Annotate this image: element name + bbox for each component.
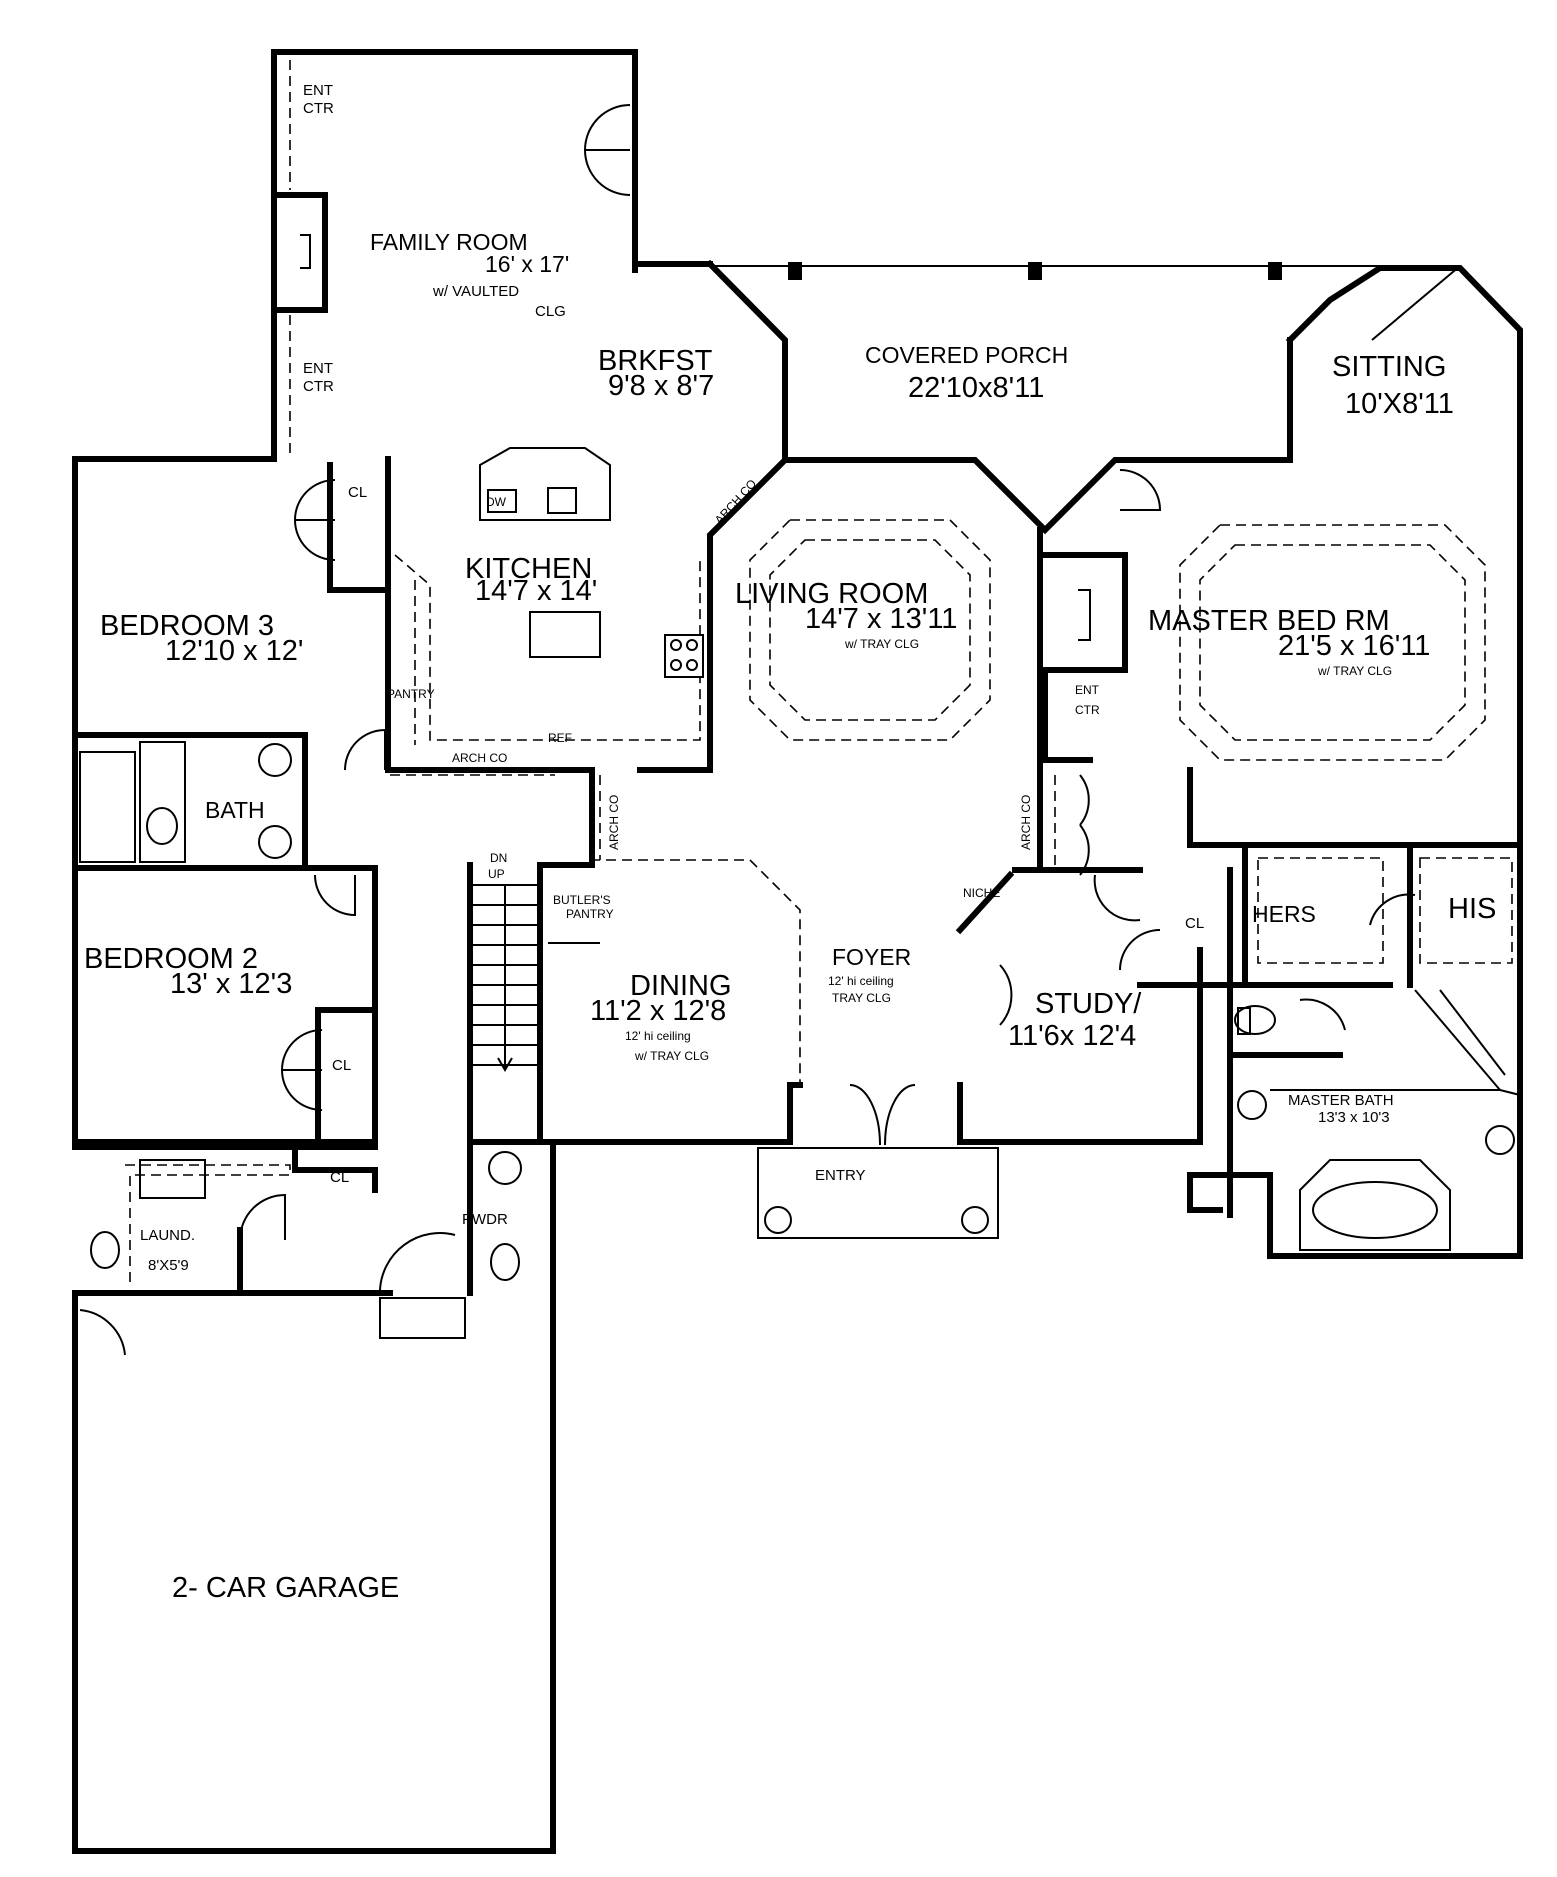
ent-label-1: ENT [303, 82, 333, 99]
garage-name: 2- CAR GARAGE [172, 1572, 399, 1604]
family-room-note1: w/ VAULTED [432, 283, 519, 300]
dining-note2: w/ TRAY CLG [634, 1049, 709, 1063]
stair-dn-label: DN [490, 851, 507, 865]
living-room-name: LIVING ROOM [735, 578, 928, 610]
brkfst-size: 9'8 x 8'7 [608, 370, 714, 402]
bath-name: BATH [205, 797, 265, 823]
laund-name: LAUND. [140, 1227, 195, 1244]
kitchen-size: 14'7 x 14' [475, 575, 597, 607]
bedroom2-size: 13' x 12'3 [170, 968, 292, 1000]
laund-size: 8'X5'9 [148, 1257, 189, 1274]
his-name: HIS [1448, 893, 1496, 925]
closet-label-bed2: CL [332, 1057, 351, 1074]
stair-up-label: UP [488, 867, 505, 881]
doors [79, 104, 1416, 1356]
ctr-label-3: CTR [1075, 703, 1100, 717]
arch-co-label-dining: ARCH CO [607, 795, 621, 850]
sitting-name: SITTING [1332, 351, 1446, 383]
ent-label-2: ENT [303, 360, 333, 377]
dining-size: 11'2 x 12'8 [590, 995, 726, 1027]
master-bath-size: 13'3 x 10'3 [1318, 1109, 1390, 1126]
foyer-note2: TRAY CLG [832, 991, 891, 1005]
dw-label: DW [486, 495, 507, 509]
pantry-label: PANTRY [387, 687, 435, 701]
covered-porch-size: 22'10x8'11 [908, 372, 1044, 404]
family-room-size: 16' x 17' [485, 251, 569, 277]
interior-walls [72, 192, 1523, 1296]
bedroom3-size: 12'10 x 12' [165, 635, 303, 667]
niche-label: NICHE [963, 886, 1000, 900]
study-size: 11'6x 12'4 [1008, 1020, 1136, 1052]
pantry-caps-label: PANTRY [566, 907, 614, 921]
fixtures [90, 447, 704, 1339]
ctr-label-1: CTR [303, 100, 334, 117]
pwdr-name: PWDR [462, 1211, 508, 1228]
sitting-size: 10'X8'11 [1345, 388, 1454, 420]
closet-label-master: CL [1185, 915, 1204, 932]
family-room-name: FAMILY ROOM [370, 229, 528, 255]
hers-name: HERS [1252, 901, 1316, 927]
foyer-note1: 12' hi ceiling [828, 974, 894, 988]
butlers-label: BUTLER'S [553, 893, 611, 907]
dining-name: DINING [630, 970, 732, 1002]
bedroom3-name: BEDROOM 3 [100, 610, 274, 642]
living-room-size: 14'7 x 13'11 [805, 603, 957, 635]
study-name: STUDY/ [1035, 988, 1142, 1020]
foyer-name: FOYER [832, 944, 911, 970]
dining-note1: 12' hi ceiling [625, 1029, 691, 1043]
closet-label-bed3: CL [348, 484, 367, 501]
bedroom2-name: BEDROOM 2 [84, 943, 258, 975]
master-bed-name: MASTER BED RM [1148, 605, 1390, 637]
ref-label: REF [548, 731, 572, 745]
arch-co-label-kitchen: ARCH CO [452, 751, 507, 765]
dashed-details [125, 60, 1486, 1285]
master-bath-name: MASTER BATH [1288, 1092, 1394, 1109]
entry-name: ENTRY [815, 1167, 866, 1184]
ent-label-3: ENT [1075, 683, 1100, 697]
living-room-note: w/ TRAY CLG [844, 637, 919, 651]
room-labels: FAMILY ROOM 16' x 17' w/ VAULTED CLG BRK… [84, 229, 1496, 1604]
closet-label-laund: CL [330, 1169, 349, 1186]
brkfst-name: BRKFST [598, 345, 713, 377]
arch-co-label-brkfst: ARCH CO [712, 477, 759, 527]
arch-co-label-living: ARCH CO [1019, 795, 1033, 850]
covered-porch-name: COVERED PORCH [865, 342, 1068, 368]
master-bed-note: w/ TRAY CLG [1317, 664, 1392, 678]
master-bed-size: 21'5 x 16'11 [1278, 630, 1430, 662]
family-room-note2: CLG [535, 303, 566, 320]
kitchen-name: KITCHEN [465, 553, 592, 585]
ctr-label-2: CTR [303, 378, 334, 395]
